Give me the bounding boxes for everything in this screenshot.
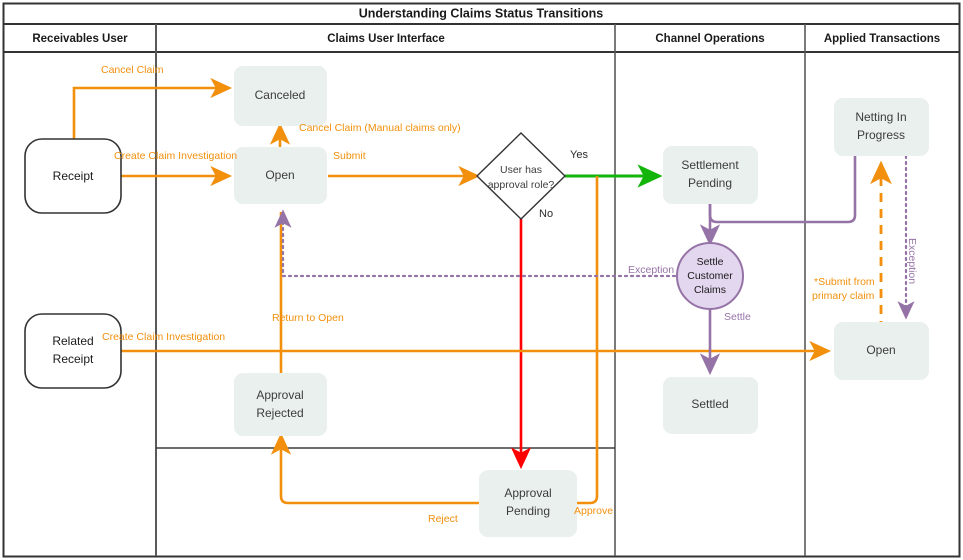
node-settlement-pending-label-line1: Settlement — [681, 158, 739, 172]
node-open[interactable]: Open — [234, 147, 327, 204]
node-related-receipt-label-line1: Related — [52, 334, 93, 348]
edge-label-reject: Reject — [428, 513, 458, 525]
node-settle-customer-claims[interactable]: Settle Customer Claims — [676, 242, 744, 310]
node-approval-pending-label-line1: Approval — [504, 486, 551, 500]
node-approval-pending-label-line2: Pending — [506, 504, 550, 518]
edge-label-submit-from-primary-claim-line1: *Submit from — [814, 276, 875, 288]
edge-label-no: No — [539, 208, 553, 220]
node-settle-customer-claims-label-line2: Customer — [687, 270, 733, 282]
node-settle-customer-claims-label-line1: Settle — [697, 256, 724, 268]
node-related-receipt[interactable]: Related Receipt — [24, 313, 122, 389]
node-approval-pending[interactable]: Approval Pending — [479, 470, 577, 537]
edge-approve — [577, 176, 599, 505]
node-canceled-label: Canceled — [255, 88, 306, 102]
edge-label-create-claim-investigation-2: Create Claim Investigation — [102, 331, 225, 343]
edge-label-return-to-open: Return to Open — [272, 312, 344, 324]
node-approval-rejected-label-line2: Rejected — [256, 406, 303, 420]
edge-reject — [270, 432, 479, 505]
lane-title-claims-user-interface: Claims User Interface — [327, 33, 445, 45]
node-approval-rejected-label-line1: Approval — [256, 388, 303, 402]
node-related-receipt-label-line2: Receipt — [53, 352, 94, 366]
edge-label-cancel-claim-manual: Cancel Claim (Manual claims only) — [299, 122, 461, 134]
edge-label-yes: Yes — [570, 149, 588, 161]
node-decision-label-line2: approval role? — [488, 179, 555, 191]
lane-title-applied-transactions: Applied Transactions — [824, 33, 940, 45]
node-netting-in-progress[interactable]: Netting In Progress — [834, 98, 929, 156]
node-decision-user-has-approval-role[interactable]: User has approval role? — [475, 132, 567, 220]
node-netting-in-progress-label-line2: Progress — [857, 128, 905, 142]
lane-title-channel-operations: Channel Operations — [655, 33, 764, 45]
edge-exception-to-open — [274, 209, 677, 278]
node-settled[interactable]: Settled — [663, 377, 758, 434]
node-settled-label: Settled — [691, 397, 728, 411]
node-approval-rejected[interactable]: Approval Rejected — [234, 373, 327, 436]
node-decision-label-line1: User has — [500, 164, 542, 176]
node-settle-customer-claims-label-line3: Claims — [694, 284, 726, 296]
edge-label-approve: Approve — [574, 505, 613, 517]
node-receipt-label: Receipt — [53, 169, 94, 183]
edge-label-settle: Settle — [724, 311, 751, 323]
edge-label-create-claim-investigation-1: Create Claim Investigation — [114, 150, 237, 162]
node-canceled[interactable]: Canceled — [234, 66, 327, 126]
edge-settlement-pending-to-netting-in-progress — [708, 156, 857, 224]
node-receipt[interactable]: Receipt — [24, 138, 122, 214]
node-netting-in-progress-label-line1: Netting In — [855, 110, 906, 124]
lane-title-receivables-user: Receivables User — [32, 33, 128, 45]
node-open-label: Open — [265, 168, 294, 182]
node-applied-open[interactable]: Open — [834, 322, 929, 380]
edge-cancel-claim — [72, 77, 233, 139]
edge-label-exception-right: Exception — [906, 238, 918, 284]
edge-label-submit: Submit — [333, 150, 366, 162]
diagram-title: Understanding Claims Status Transitions — [359, 6, 604, 20]
node-settlement-pending-label-line2: Pending — [688, 176, 732, 190]
edge-label-cancel-claim: Cancel Claim — [101, 64, 164, 76]
edge-label-submit-from-primary-claim-line2: primary claim — [812, 290, 875, 302]
node-settlement-pending[interactable]: Settlement Pending — [663, 146, 758, 204]
edge-label-exception-left: Exception — [628, 264, 674, 276]
node-applied-open-label: Open — [866, 343, 895, 357]
